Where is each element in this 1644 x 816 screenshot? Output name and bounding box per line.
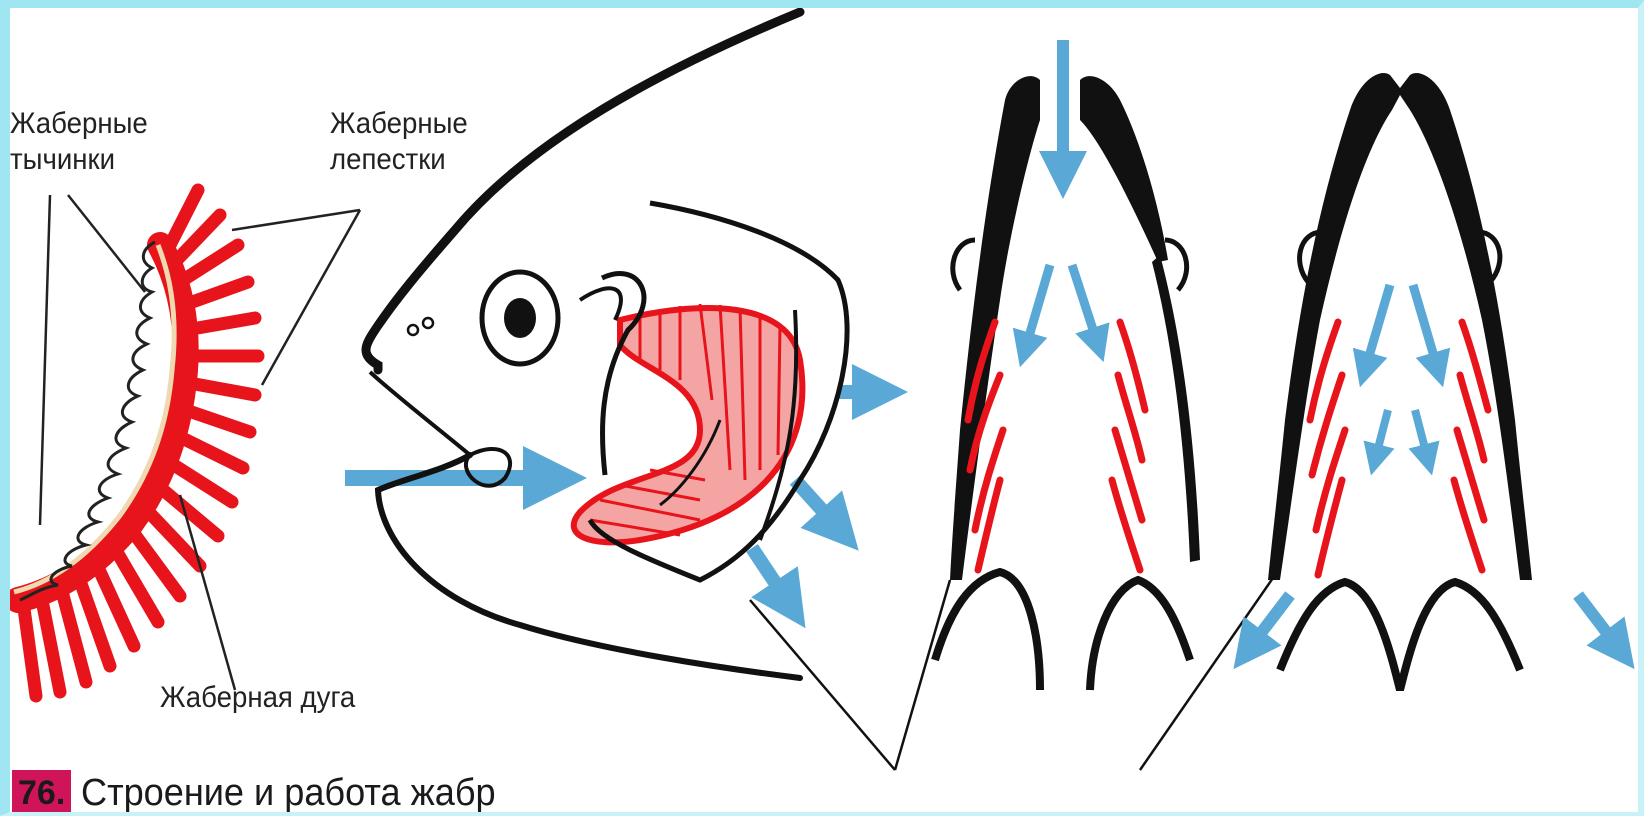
fish-head-panel [345, 12, 1275, 770]
water-flow-arrow-icon [1415, 410, 1428, 460]
water-flow-arrow-icon [795, 480, 840, 530]
gill-filaments-label: Жаберные лепестки [330, 106, 468, 178]
water-flow-arrow-icon [1072, 265, 1098, 345]
gill-phase-closed [935, 40, 1200, 690]
water-flow-arrow-icon [752, 548, 790, 605]
gill-rakers-shape [20, 242, 155, 600]
figure-caption: 76. Строение и работа жабр [12, 770, 518, 816]
fish-gills-shape [574, 308, 803, 542]
figure-title: Строение и работа жабр [81, 770, 496, 816]
gill-rakers-label: Жаберные тычинки [10, 106, 148, 178]
figure-number-badge: 76. [12, 770, 71, 816]
gill-arch-panel [14, 190, 360, 696]
water-flow-arrow-icon [1578, 595, 1620, 650]
connector-lines [750, 575, 1275, 770]
water-flow-arrow-icon [1365, 285, 1390, 370]
water-flow-arrow-icon [1413, 285, 1438, 370]
water-flow-arrow-icon [1025, 265, 1050, 350]
gill-arch-label: Жаберная дуга [160, 680, 355, 716]
gill-phase-open [1248, 73, 1620, 690]
water-flow-arrow-icon [1375, 410, 1388, 460]
gill-filaments-shape [22, 190, 258, 696]
